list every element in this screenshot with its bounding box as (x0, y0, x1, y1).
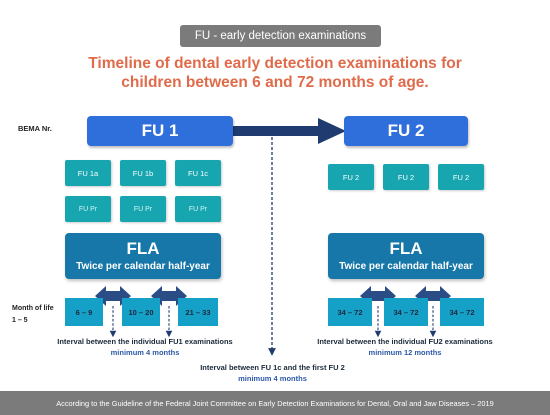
headline-line-1: Timeline of dental early detection exami… (88, 55, 462, 72)
fu1-fla-box: FLA Twice per calendar half-year (65, 233, 221, 279)
fu2-interval: Interval between the individual FU2 exam… (305, 336, 505, 358)
fu1-pr-box-2: FU Pr (120, 196, 166, 222)
fu1-fla-title: FLA (126, 238, 160, 258)
fu2-fla-subtitle: Twice per calendar half-year (339, 260, 473, 272)
fu1-fla-subtitle: Twice per calendar half-year (76, 260, 210, 272)
fu2-box-3: FU 2 (438, 164, 484, 190)
fu2-range-1: 34 – 72 (328, 298, 372, 326)
fu1-pr-box-1: FU Pr (65, 196, 111, 222)
fu1-interval-text: Interval between the individual FU1 exam… (57, 337, 233, 346)
month-label-line-1: Month of life (12, 305, 54, 312)
fu2-fla-title: FLA (389, 238, 423, 258)
fu-double-arrow-icon (195, 118, 346, 144)
fu1c-box: FU 1c (175, 160, 221, 186)
bema-label: BEMA Nr. (18, 124, 52, 133)
fu2-box-1: FU 2 (328, 164, 374, 190)
center-interval: Interval between FU 1c and the first FU … (170, 362, 375, 384)
headline-line-2: children between 6 and 72 months of age. (121, 74, 429, 91)
fu1-interval-min: minimum 4 months (110, 348, 180, 357)
fu1-range-1: 6 – 9 (65, 298, 103, 326)
fu2-range-2: 34 – 72 (384, 298, 428, 326)
center-interval-min: minimum 4 months (238, 374, 307, 383)
fu1-range-2: 10 – 20 (122, 298, 160, 326)
fu1a-box: FU 1a (65, 160, 111, 186)
fu2-box: FU 2 (344, 116, 468, 146)
fu1-interval: Interval between the individual FU1 exam… (45, 336, 245, 358)
title-pill: FU - early detection examinations (180, 25, 381, 47)
month-label-line-2: 1 – 5 (12, 317, 28, 324)
fu2-interval-min: minimum 12 months (368, 348, 442, 357)
footer-bar: According to the Guideline of the Federa… (0, 391, 550, 415)
fu2-range-3: 34 – 72 (440, 298, 484, 326)
fu1-box: FU 1 (87, 116, 233, 146)
center-interval-text: Interval between FU 1c and the first FU … (200, 363, 345, 372)
month-of-life-label: Month of life 1 – 5 (12, 303, 64, 327)
fu2-interval-text: Interval between the individual FU2 exam… (317, 337, 493, 346)
fu2-box-2: FU 2 (383, 164, 429, 190)
fu1-pr-box-3: FU Pr (175, 196, 221, 222)
fu2-fla-box: FLA Twice per calendar half-year (328, 233, 484, 279)
headline: Timeline of dental early detection exami… (60, 54, 490, 92)
fu1-range-3: 21 – 33 (178, 298, 218, 326)
fu1b-box: FU 1b (120, 160, 166, 186)
